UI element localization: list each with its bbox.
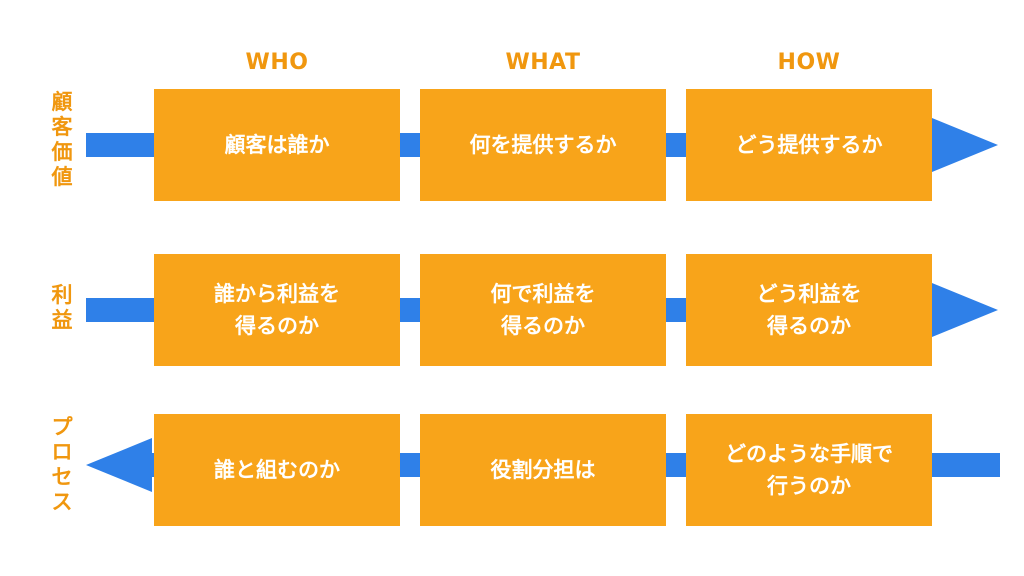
cell-process-how: どのような手順で 行うのか [686, 414, 932, 526]
cell-profit-who: 誰から利益を 得るのか [154, 254, 400, 366]
row-label-char: ロ [51, 440, 73, 464]
row-label-char: セ [51, 465, 73, 489]
cell-profit-how: どう利益を 得るのか [686, 254, 932, 366]
row-label-process: プロセス [46, 415, 78, 515]
column-header-who: WHO [245, 50, 309, 75]
row-label-char: 価 [51, 140, 73, 164]
cell-customer-value-who: 顧客は誰か [154, 89, 400, 201]
row-label-char: 顧 [51, 90, 73, 114]
arrow-head-right [932, 118, 998, 172]
cell-profit-what: 何で利益を 得るのか [420, 254, 666, 366]
cell-process-what: 役割分担は [420, 414, 666, 526]
column-header-how: HOW [777, 50, 841, 75]
row-label-char: 値 [51, 165, 73, 189]
row-label-profit: 利益 [46, 283, 78, 333]
row-label-char: ス [51, 490, 73, 514]
row-label-char: プ [51, 415, 73, 439]
row-label-char: 益 [51, 308, 73, 332]
column-header-what: WHAT [505, 50, 581, 75]
arrow-head-right [932, 283, 998, 337]
cell-customer-value-what: 何を提供するか [420, 89, 666, 201]
row-label-customer-value: 顧客価値 [46, 90, 78, 190]
cell-process-who: 誰と組むのか [154, 414, 400, 526]
arrow-head-left [86, 438, 152, 492]
cell-customer-value-how: どう提供するか [686, 89, 932, 201]
row-label-char: 客 [51, 115, 73, 139]
row-label-char: 利 [51, 283, 73, 307]
